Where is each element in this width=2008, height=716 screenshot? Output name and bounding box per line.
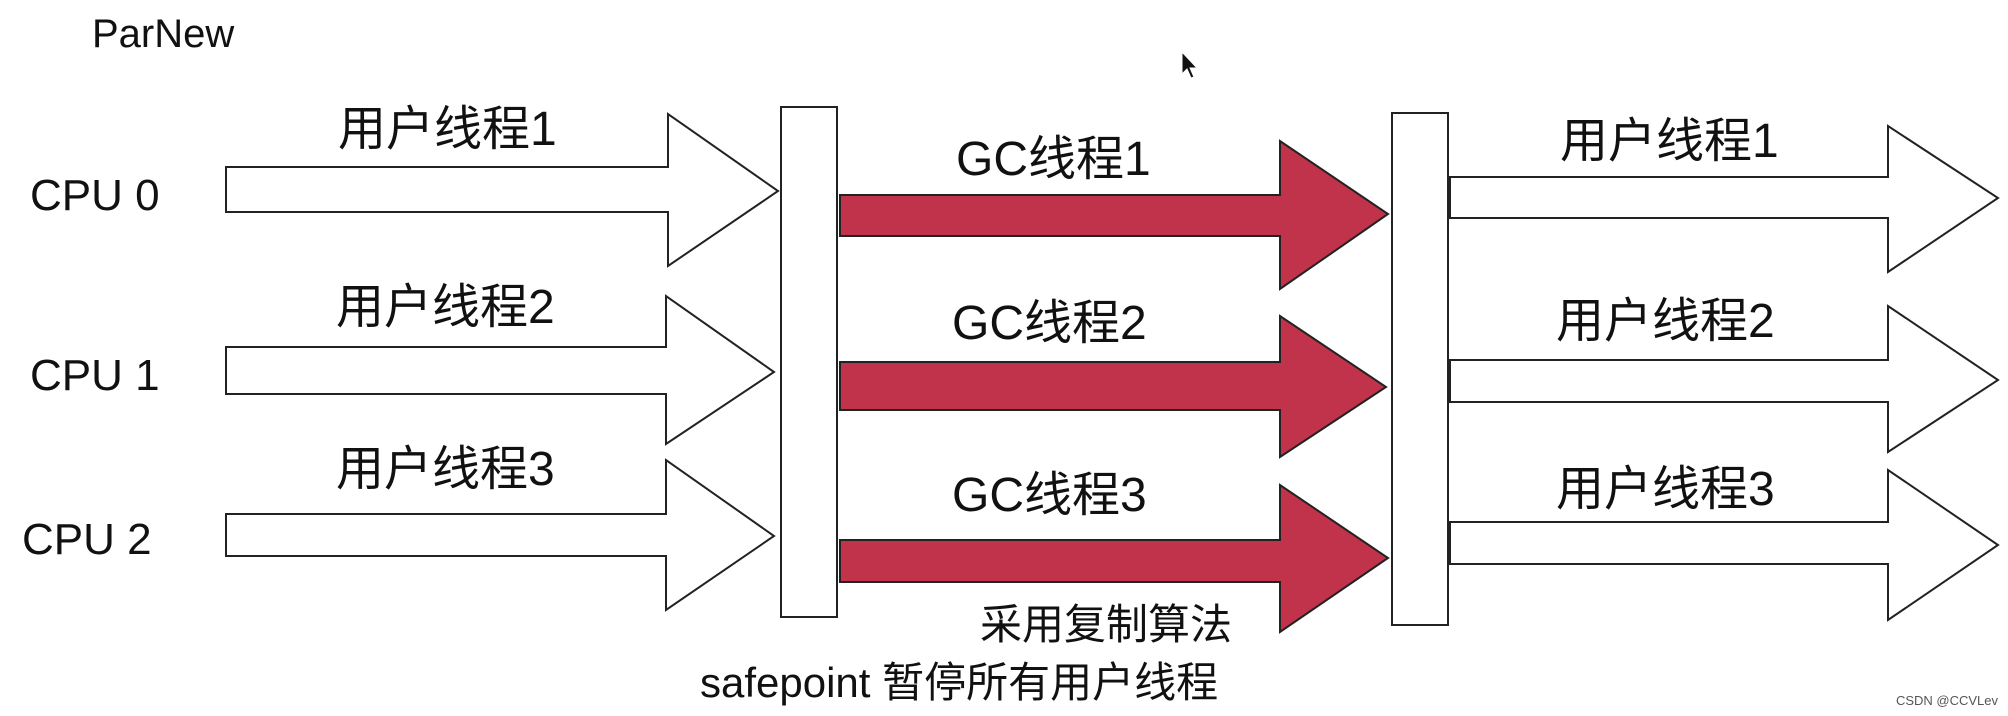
gc-thread-label-1: GC线程1	[956, 133, 1151, 186]
user-thread-label-after-3: 用户线程3	[1556, 463, 1775, 516]
cpu-label-1: CPU 1	[30, 351, 160, 400]
safepoint-label: safepoint	[700, 659, 871, 706]
user-thread-label-before-1: 用户线程1	[338, 103, 557, 156]
cpu-label-2: CPU 2	[22, 515, 152, 564]
watermark: CSDN @CCVLev	[1895, 693, 1998, 708]
user-thread-arrow-before-2	[225, 294, 776, 446]
gc-thread-label-3: GC线程3	[952, 469, 1147, 522]
user-thread-arrow-after-3	[1449, 468, 2000, 622]
copy-algorithm-note: 采用复制算法	[980, 601, 1233, 648]
gc-thread-arrow-2	[839, 314, 1388, 459]
pause-all-user-threads-label: 暂停所有用户线程	[882, 659, 1219, 706]
user-thread-arrow-before-3	[225, 458, 776, 612]
user-thread-label-after-2: 用户线程2	[1556, 295, 1775, 348]
cpu-label-0: CPU 0	[30, 171, 160, 220]
user-thread-label-before-2: 用户线程2	[336, 281, 555, 334]
safepoint-note: safepoint 暂停所有用户线程	[700, 662, 1218, 704]
gc-thread-arrow-1	[839, 139, 1390, 291]
diagram-title: ParNew	[92, 12, 235, 56]
user-thread-arrow-before-1	[225, 112, 780, 268]
gc-thread-arrow-3	[839, 483, 1390, 634]
resume-bar	[1391, 112, 1449, 626]
user-thread-arrow-after-2	[1449, 304, 2000, 454]
user-thread-label-before-3: 用户线程3	[336, 443, 555, 496]
user-thread-arrow-after-1	[1449, 124, 2000, 274]
safepoint-bar	[780, 106, 838, 618]
gc-thread-label-2: GC线程2	[952, 297, 1147, 350]
mouse-pointer-icon	[1181, 50, 1199, 79]
user-thread-label-after-1: 用户线程1	[1560, 115, 1779, 168]
